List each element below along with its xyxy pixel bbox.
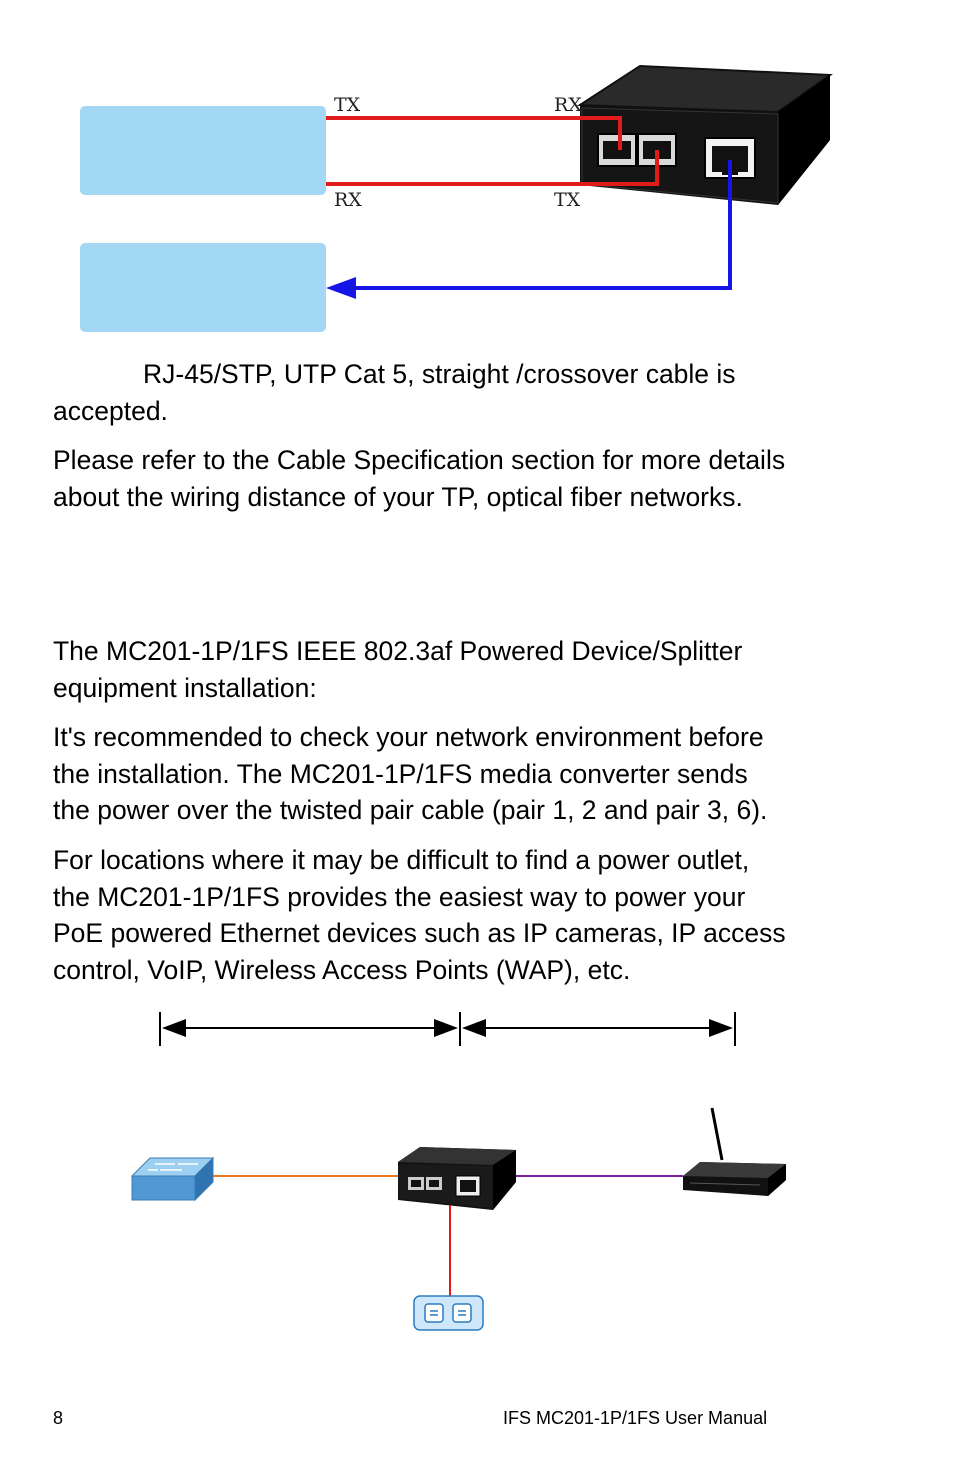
poe-installation-diagram	[130, 1012, 786, 1331]
wireless-access-point-icon	[683, 1107, 786, 1196]
refer-line1: Please refer to the Cable Specification …	[53, 445, 786, 475]
poe-intro-line1: The MC201-1P/1FS IEEE 802.3af Powered De…	[53, 636, 743, 666]
switch-icon	[130, 1156, 215, 1202]
refer-line2: about the wiring distance of your TP, op…	[53, 481, 743, 512]
media-converter-icon	[398, 1147, 516, 1210]
locations-line4: control, VoIP, Wireless Access Points (W…	[53, 954, 631, 985]
arrowhead-icon	[326, 277, 356, 299]
locations-line2: the MC201-1P/1FS provides the easiest wa…	[53, 881, 746, 912]
recommend-line3: the power over the twisted pair cable (p…	[53, 795, 768, 825]
recommend-line2: the installation. The MC201-1P/1FS media…	[53, 758, 748, 789]
cable-note-line2: accepted.	[53, 395, 168, 426]
cable-note: RJ-45/STP, UTP Cat 5, straight /crossove…	[53, 356, 873, 429]
arrowhead-icon	[434, 1019, 458, 1037]
recommend-line1: It's recommended to check your network e…	[53, 722, 764, 752]
arrowhead-icon	[462, 1019, 486, 1037]
tx-label-right: TX	[554, 189, 581, 211]
locations-line1: For locations where it may be difficult …	[53, 845, 750, 875]
distance-indicator	[159, 1012, 736, 1046]
ethernet-device-box	[80, 243, 326, 332]
rx-label-right: RX	[554, 94, 582, 116]
manual-title: IFS MC201-1P/1FS User Manual	[503, 1408, 768, 1428]
poe-intro-paragraph: The MC201-1P/1FS IEEE 802.3af Powered De…	[53, 633, 873, 706]
refer-paragraph: Please refer to the Cable Specification …	[53, 442, 873, 515]
recommend-paragraph: It's recommended to check your network e…	[53, 719, 873, 829]
poe-intro-line2: equipment installation:	[53, 672, 317, 703]
arrowhead-icon	[709, 1019, 733, 1037]
power-outlet-icon	[413, 1295, 484, 1331]
fiber-device-box	[80, 106, 326, 195]
fiber-wiring-diagram: TX RX RX TX	[80, 64, 833, 332]
rx-label-left: RX	[334, 189, 362, 211]
cable-note-line1: RJ-45/STP, UTP Cat 5, straight /crossove…	[143, 359, 736, 389]
tx-label-left: TX	[334, 94, 361, 116]
fiber-cable	[326, 116, 659, 186]
utp-cable	[326, 160, 732, 299]
media-converter-icon	[576, 64, 833, 205]
locations-line3: PoE powered Ethernet devices such as IP …	[53, 918, 786, 948]
page-number: 8	[53, 1408, 64, 1428]
arrowhead-icon	[162, 1019, 186, 1037]
locations-paragraph: For locations where it may be difficult …	[53, 842, 873, 988]
